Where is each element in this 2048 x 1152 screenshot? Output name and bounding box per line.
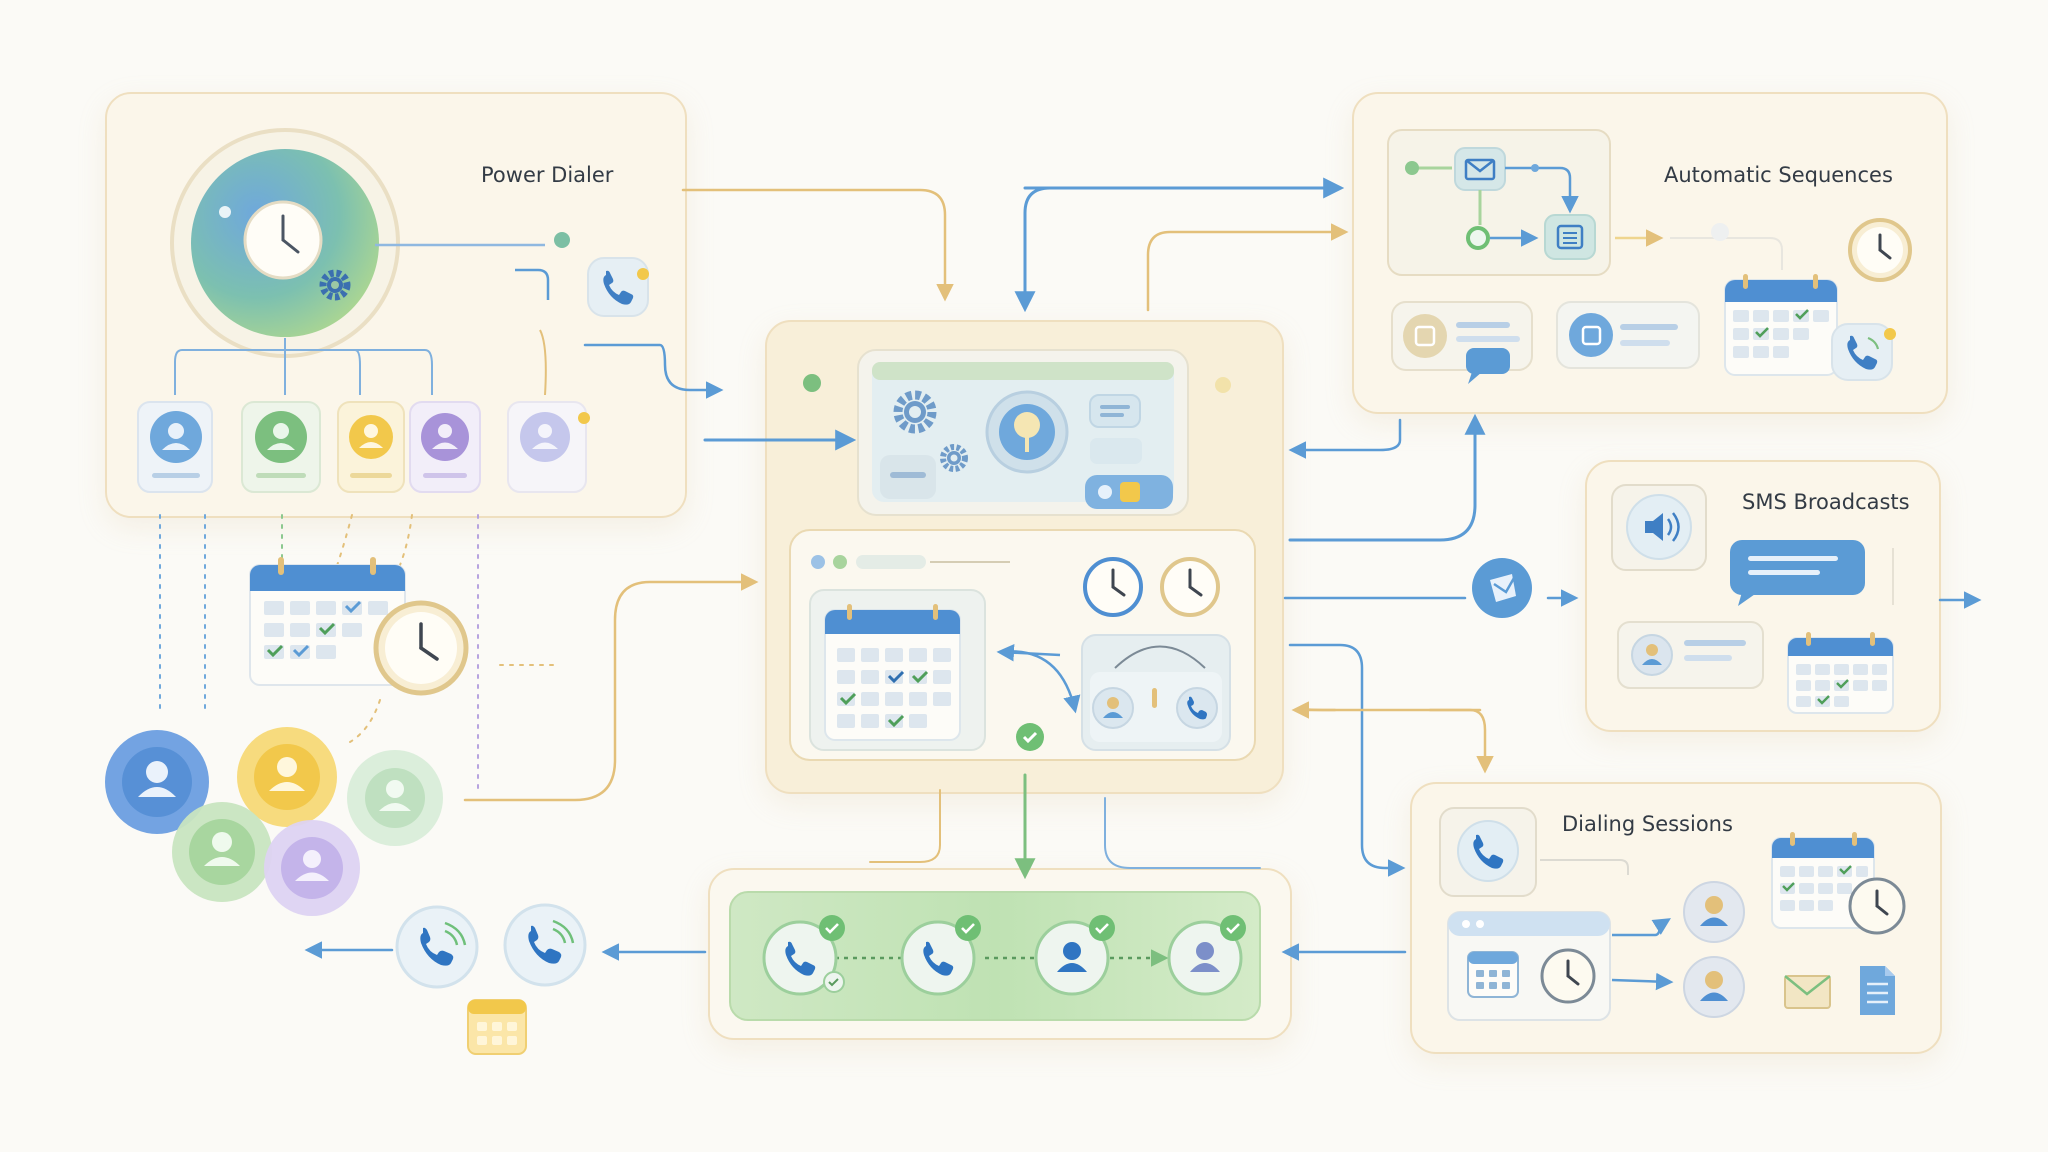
phone-icon (503, 903, 587, 987)
clock-icon (243, 200, 323, 280)
phone-icon (1831, 323, 1896, 381)
chat-bubble-icon (1730, 540, 1865, 606)
phone-icon (1457, 820, 1519, 882)
envelope-icon (1454, 147, 1506, 191)
check-icon (1016, 723, 1044, 751)
user-card-green (241, 401, 321, 493)
clock-icon (1848, 877, 1906, 935)
chat-bubble-icon (1466, 348, 1510, 384)
user-icon (264, 820, 360, 916)
user-icon (172, 802, 272, 902)
calendar-icon (1467, 951, 1519, 998)
phone-icon (603, 270, 634, 305)
chat-bubble-icon (1472, 558, 1532, 618)
automatic-sequences-label: Automatic Sequences (1664, 163, 1893, 187)
power-dialer-label: Power Dialer (481, 163, 614, 187)
dialing-sessions-label: Dialing Sessions (1562, 812, 1733, 836)
gear-icon (940, 444, 968, 472)
envelope-icon (1784, 975, 1831, 1009)
clock-icon (1848, 218, 1912, 282)
user-icon (347, 750, 443, 846)
user-icon (1683, 956, 1745, 1018)
user-icon (1683, 881, 1745, 943)
user-card-gold (337, 401, 405, 493)
connector-lines (159, 177, 1982, 961)
calendar-icon (467, 999, 527, 1055)
user-card-purple (409, 401, 481, 493)
user-icon (1092, 687, 1134, 729)
calendar-icon (249, 557, 406, 686)
document-icon (1860, 966, 1895, 1015)
calendar-icon (1724, 274, 1838, 376)
contact-bubbles (105, 727, 443, 916)
document-icon (1544, 214, 1596, 260)
clock-icon (1540, 948, 1596, 1004)
sms-broadcasts-label: SMS Broadcasts (1742, 490, 1910, 514)
call-queue-graphics (729, 891, 1261, 1021)
phone-icon (395, 905, 479, 989)
gear-icon (893, 390, 937, 434)
phone-icon (762, 915, 845, 996)
calendar-icon (824, 604, 961, 741)
speaker-icon (1626, 494, 1692, 560)
phone-icon (900, 915, 981, 996)
dialing-sessions-graphics (1439, 807, 1906, 1021)
sms-broadcasts-graphics (1472, 484, 1894, 714)
clock-icon (373, 600, 469, 696)
user-card-blue (137, 401, 213, 493)
power-dialer-graphics (137, 128, 649, 493)
user-icon (105, 730, 209, 834)
clock-icon (1160, 557, 1220, 617)
user-card-faded (507, 401, 590, 493)
automatic-sequences-graphics (1387, 129, 1912, 384)
user-icon (237, 727, 337, 827)
clock-icon (1083, 557, 1143, 617)
user-icon (1167, 915, 1246, 996)
user-icon (1034, 915, 1115, 996)
gear-icon (319, 269, 351, 301)
calendar-icon (1787, 632, 1894, 714)
phone-icon (1176, 687, 1218, 729)
central-hub-graphics (789, 349, 1256, 761)
user-icon (1631, 634, 1673, 676)
